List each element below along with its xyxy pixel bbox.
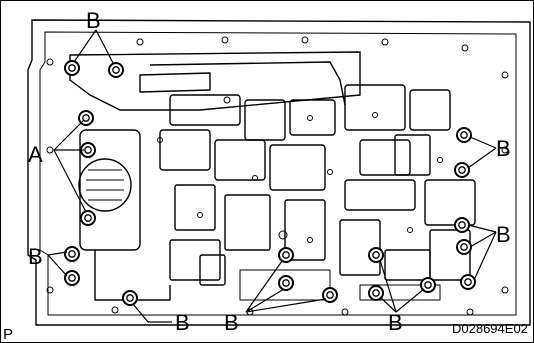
leader-line [245,260,327,313]
callout-b: B [224,310,239,335]
leader-line [73,29,114,64]
bolt-head [460,243,468,251]
bolt-head [458,221,466,229]
callout-b: B [175,310,190,335]
callout-b: B [388,310,403,335]
callout-b: B [86,8,101,33]
valve-body-outline [27,19,531,326]
bolt-head [282,279,290,287]
bolt-head [82,114,90,122]
bolt-head [464,278,472,286]
bolt-head [282,251,290,259]
callout-b: B [28,244,43,269]
bolt-group [64,60,476,306]
callout-labels: B A B B B B B B [28,8,511,335]
bolt-head [112,66,120,74]
bolt-head [84,146,92,154]
bolt-head [68,64,76,72]
bolt-head [458,166,466,174]
leader-line [467,224,497,281]
bolt-head [372,251,380,259]
bolt-head [326,291,334,299]
bolt-head [68,250,76,258]
corner-mark: P [3,326,13,343]
bolt-head [372,289,380,297]
bolt-head [84,214,92,222]
bolt-head [424,281,432,289]
upper-plate [69,51,361,111]
callout-a: A [28,142,43,167]
callout-b: B [496,136,511,161]
bolt-head [126,294,134,302]
leader-line [379,259,425,313]
leader-line [132,303,172,323]
callout-b: B [496,222,511,247]
large-bore [78,158,132,212]
leader-line [47,251,68,277]
leader-line [467,136,497,169]
bolt-head [460,131,468,139]
figure-code: D028694E02 [452,321,528,336]
leader-line [53,119,87,213]
leader-lines [47,29,497,323]
bolt-head [68,274,76,282]
